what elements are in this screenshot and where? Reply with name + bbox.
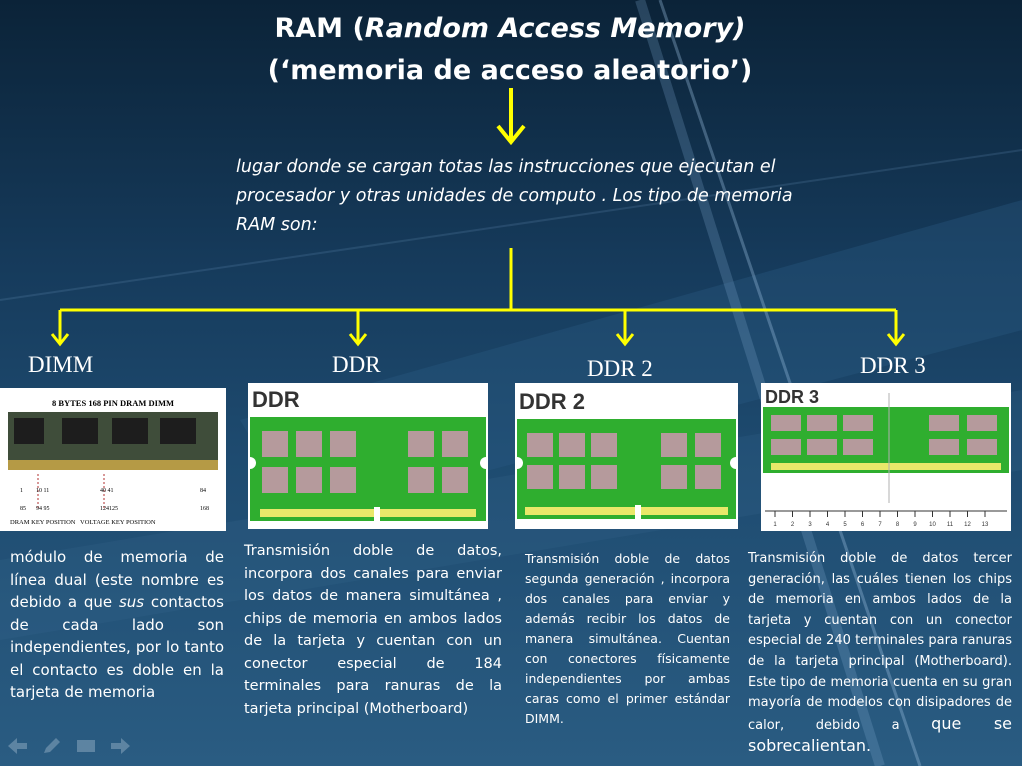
dimm-image-title: 8 BYTES 168 PIN DRAM DIMM [52, 398, 174, 408]
dimm-pin-40-41: 40 41 [100, 488, 114, 494]
ddr-image: DDR [248, 383, 488, 529]
down-arrow-icon [496, 88, 526, 146]
desc-ddr3-main: Transmisión doble de datos tercer genera… [748, 551, 1012, 733]
heading-ddr: DDR [332, 352, 381, 377]
ruler-number: 10 [929, 522, 936, 528]
desc-ddr2: Transmisión doble de datos segunda gener… [525, 551, 730, 726]
desc-ddr: Transmisión doble de datos, incorpora do… [244, 543, 502, 717]
dimm-pin-85: 85 [20, 506, 26, 512]
ddr2-image: DDR 2 [515, 383, 738, 529]
desc-dimm-italic: sus [118, 593, 145, 611]
pen-icon[interactable] [42, 738, 62, 754]
title-prefix: RAM ( [274, 13, 365, 44]
branch-arrow-ddr [348, 310, 368, 347]
ruler-number: 1 [773, 522, 777, 528]
heading-dimm: DIMM [28, 352, 94, 377]
branch-arrow-dimm [50, 310, 70, 347]
dimm-pin-1: 1 [20, 488, 23, 494]
desc-dimm: módulo de memoria de línea dual (este no… [10, 546, 224, 704]
ruler-number: 6 [861, 522, 865, 528]
arrow-right-icon[interactable] [110, 738, 130, 754]
arrow-left-icon[interactable] [8, 738, 28, 754]
menu-icon[interactable] [76, 738, 96, 754]
ruler-number: 2 [791, 522, 795, 528]
ruler-number: 12 [964, 522, 971, 528]
ruler-number: 7 [878, 522, 882, 528]
ddr3-image-label: DDR 3 [765, 387, 819, 407]
ddr2-image-label: DDR 2 [519, 389, 585, 414]
ruler-number: 5 [843, 522, 847, 528]
dimm-voltage-key: VOLTAGE KEY POSITION [80, 519, 156, 526]
title-italic: Random Access Memory) [364, 13, 746, 44]
dimm-dram-key: DRAM KEY POSITION [10, 519, 76, 526]
desc-ddr3: Transmisión doble de datos tercer genera… [748, 549, 1012, 759]
ddr-image-label: DDR [252, 387, 300, 412]
heading-ddr2: DDR 2 [587, 356, 653, 381]
desc-ddr3-end: que se sobrecalientan. [748, 713, 1012, 756]
desc-dimm-part3: contactos de cada lado son independiente… [10, 593, 224, 701]
dimm-pin-10-11: 10 11 [36, 488, 49, 494]
page-title: RAM (Random Access Memory) (‘memoria de … [200, 8, 820, 92]
desc-dimm-part1: módulo de memoria de línea dual (este no… [10, 548, 224, 611]
ruler-number: 4 [826, 522, 830, 528]
slide-nav [8, 738, 130, 754]
dimm-pin-84: 84 [200, 488, 206, 494]
intro-text: lugar donde se cargan totas las instrucc… [236, 157, 793, 235]
ruler-number: 11 [947, 522, 954, 528]
ruler-number: 13 [982, 522, 989, 528]
dimm-image: 8 BYTES 168 PIN DRAM DIMM 1 10 11 40 41 … [0, 388, 226, 531]
branch-arrow-ddr3 [886, 310, 906, 347]
ruler-number: 9 [913, 522, 917, 528]
dimm-pin-124-125: 124125 [100, 506, 118, 512]
ruler-number: 8 [896, 522, 900, 528]
dimm-pin-94-95: 94 95 [36, 506, 50, 512]
title-line2: (‘memoria de acceso aleatorio’) [267, 55, 753, 86]
branch-arrow-ddr2 [615, 310, 635, 347]
dimm-pin-168: 168 [200, 506, 209, 512]
heading-ddr3: DDR 3 [860, 353, 926, 378]
ruler-number: 3 [808, 522, 812, 528]
